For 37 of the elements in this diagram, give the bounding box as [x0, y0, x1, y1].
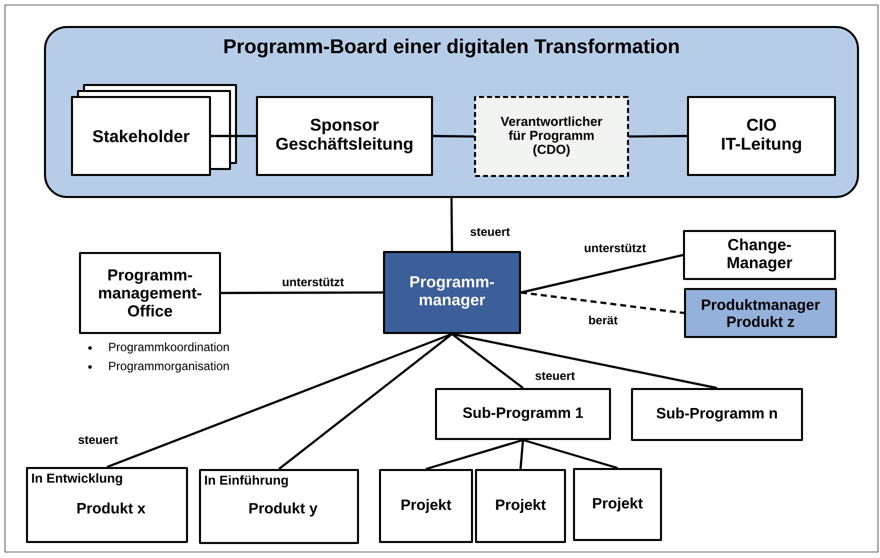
stakeholder-stack: Stakeholder: [71, 84, 237, 176]
role-box: Verantwortlicher für Programm (CDO): [474, 96, 629, 177]
connector-line: [450, 198, 454, 252]
role-box: Produktmanager Produkt z: [684, 288, 837, 338]
connector-line: [522, 438, 618, 470]
bullet-item: Programmorganisation: [88, 361, 229, 373]
connector-line: [520, 254, 684, 294]
program-box: Sub-Programm 1: [435, 388, 611, 440]
connector-line: [426, 438, 524, 470]
role-box: Sponsor Geschäftsleitung: [256, 96, 433, 176]
project-box: Projekt: [379, 469, 473, 543]
manager-box: Programm- manager: [383, 251, 521, 334]
edge-label: unterstützt: [583, 242, 647, 254]
connector-line: [452, 332, 718, 390]
connector-line: [432, 134, 474, 138]
connector-line: [519, 440, 524, 470]
office-box: Programm- management- Office: [79, 252, 221, 334]
edge-label: steuert: [534, 371, 576, 381]
connector-line: [211, 134, 256, 138]
connector-line: [221, 291, 383, 294]
program-box: Sub-Programm n: [631, 388, 803, 441]
connector-line: [278, 333, 453, 470]
project-box: Projekt: [475, 469, 566, 543]
bullet-item: Programmkoordination: [88, 342, 229, 354]
connector-line: [629, 134, 688, 138]
product-box: In Entwicklung Produkt x: [26, 467, 188, 543]
edge-label: berät: [587, 314, 619, 326]
product-box: In Einführung Produkt y: [199, 469, 359, 544]
connector-line: [451, 333, 524, 389]
connector-line: [520, 291, 684, 314]
project-box: Projekt: [573, 468, 662, 541]
role-box: CIO IT-Leitung: [687, 96, 836, 176]
edge-label: steuert: [77, 435, 119, 445]
role-box: Change- Manager: [683, 230, 836, 280]
edge-label: unterstützt: [281, 276, 345, 288]
edge-label: steuert: [469, 227, 511, 237]
connector-line: [106, 332, 452, 468]
